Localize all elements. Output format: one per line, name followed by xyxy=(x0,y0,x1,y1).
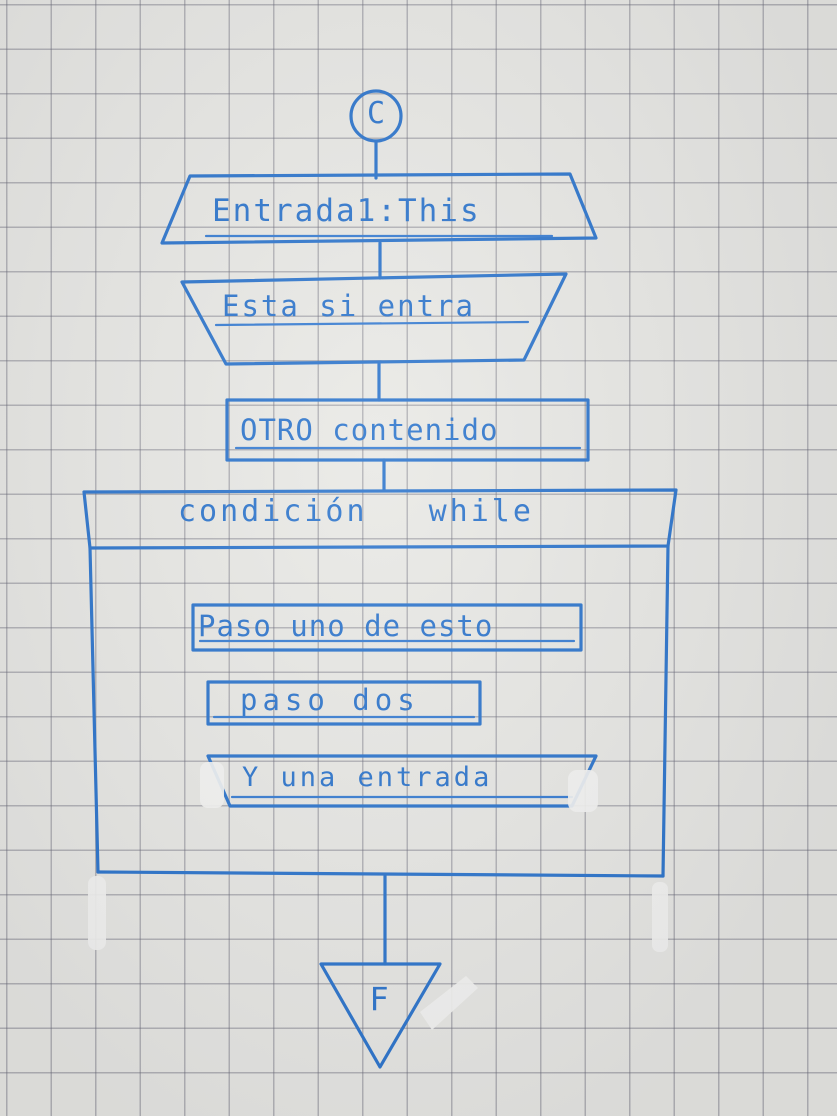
loop-condition-label: condición while xyxy=(178,494,534,529)
correction-mark-4 xyxy=(652,882,668,952)
end-terminal-shape xyxy=(319,962,442,1069)
end-terminal-label: F xyxy=(369,980,389,1018)
input-2-underline xyxy=(214,320,530,327)
loop-right-border xyxy=(661,544,670,878)
process-1-shape xyxy=(225,398,590,462)
input-2-label: Esta si entra xyxy=(222,289,475,323)
start-connector-label: C xyxy=(366,96,386,131)
correction-mark-3 xyxy=(88,876,106,950)
input-2-shape xyxy=(180,272,568,366)
loop-step-1-label: Paso uno de esto xyxy=(198,609,494,643)
loop-step-2-label: paso dos xyxy=(240,683,420,717)
input-1-shape xyxy=(160,172,598,245)
correction-mark-1 xyxy=(200,762,224,808)
process-1-label: OTRO contenido xyxy=(240,413,499,447)
loop-bottom-border xyxy=(96,870,665,878)
step-2-shape xyxy=(206,680,482,726)
input-1-label: Entrada1:This xyxy=(212,193,481,229)
loop-step-3-label: Y una entrada xyxy=(242,762,493,793)
correction-mark-2 xyxy=(568,770,598,812)
correction-mark-5 xyxy=(420,976,478,1030)
loop-left-border xyxy=(88,546,100,874)
step-1-shape xyxy=(191,603,583,652)
